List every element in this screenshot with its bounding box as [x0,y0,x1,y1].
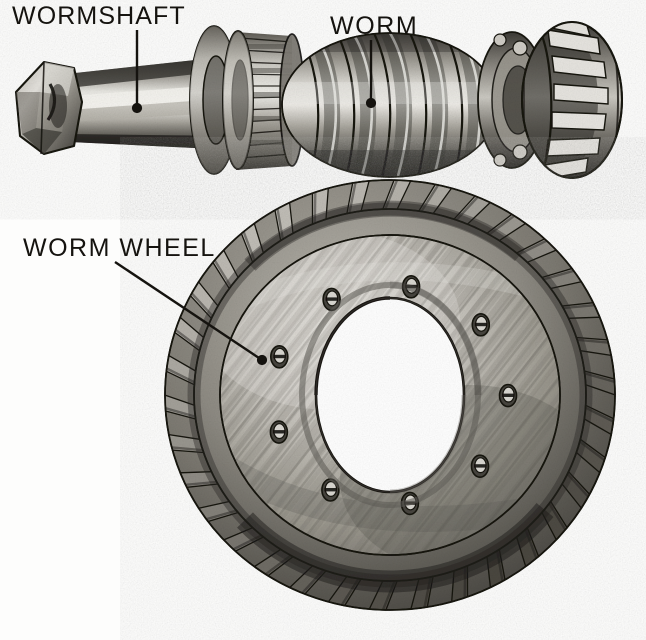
hex-head [14,60,84,156]
bolt-hole [269,420,289,444]
bolt-hole [498,383,518,408]
leader-wormshaft [131,30,143,114]
bolt-hole [269,344,289,369]
leader-worm-wheel [114,261,268,366]
leader-lines [114,30,377,366]
bolt-hole [471,312,491,337]
label-worm-wheel: WORM WHEEL [23,234,216,262]
bearing-rollers [537,22,609,178]
tapered-roller-bearing [521,21,623,179]
bolt-holes [269,274,518,516]
label-wormshaft: WORMSHAFT [12,2,186,30]
label-worm: WORM [330,12,419,40]
wormshaft-assembly [14,21,623,179]
hub-ring [299,281,482,508]
splined-collar [222,30,305,170]
worm-wheel [164,179,616,611]
wheel-bore [314,296,467,495]
bolt-hole [470,454,490,479]
leader-worm [365,40,377,109]
